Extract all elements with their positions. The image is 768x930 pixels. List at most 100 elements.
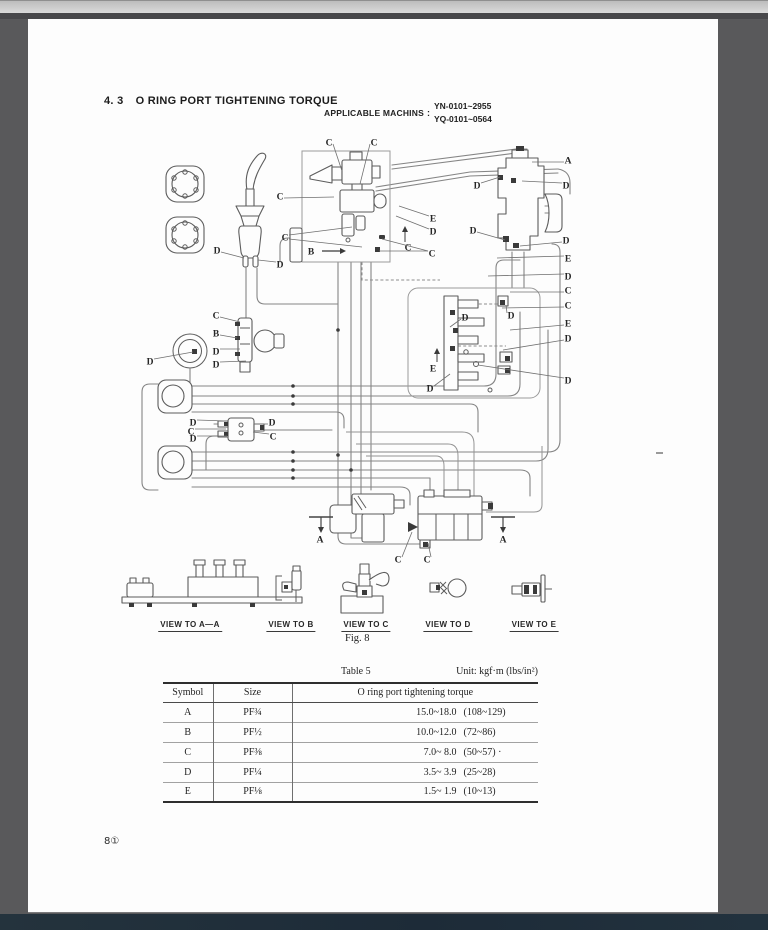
applicable-label: APPLICABLE MACHINS [324,108,424,118]
machine-range-yq: YQ-0101~0564 [433,114,492,124]
port-flange-top [165,165,205,203]
pump-assembly [329,493,418,543]
scanned-manual-page: 4. 3 O RING PORT TIGHTENING TORQUE APPLIC… [28,19,718,912]
torque-table-block: Table 5 Unit: kgf·m (lbs/in²) Symbol Siz… [163,666,538,803]
cell-torque: 7.0~ 8.0 (50~57) · [292,741,538,762]
torque-lbs: (108~129) [463,706,506,718]
callout-letter-c: C [371,139,378,149]
cell-symbol: A [163,702,214,722]
section-number: 4. 3 [104,95,124,107]
callout-letter-b: B [308,248,315,258]
callout-letter-b: B [213,330,220,340]
pilot-control-lever [235,152,267,268]
gauge-ring [172,333,208,369]
callout-letter-c: C [213,312,220,322]
torque-lbs: (25~28) [463,766,496,778]
cylinder-lower [157,445,193,480]
callout-letter-e: E [430,365,436,375]
callout-letter-e: E [565,320,571,330]
torque-kgf: 7.0~ 8.0 [423,746,457,758]
table-number: Table 5 [341,666,371,677]
view-d-drawing [429,578,467,598]
callout-letter-c: C [282,234,289,244]
callout-letter-d: D [563,182,570,192]
callout-letter-c: C [188,428,195,438]
cell-size: PF¾ [213,702,293,722]
viewer-frame-band [0,13,768,19]
torque-lbs: (50~57) · [463,746,502,758]
callout-letter-d: D [565,335,572,345]
callout-letter-d: D [427,385,434,395]
callout-letter-d: D [565,273,572,283]
cylinder-upper [157,379,193,414]
callout-letter-d: D [430,228,437,238]
applicable-machines-block: APPLICABLE MACHINS : YN-0101~2955 YQ-010… [324,100,492,126]
figure-caption: Fig. 8 [345,633,370,644]
cell-torque: 3.5~ 3.9 (25~28) [292,761,538,782]
callout-letter-e: E [565,255,571,265]
torque-kgf: 15.0~18.0 [416,706,457,718]
cell-symbol: D [163,761,214,782]
pilot-valve-box [289,150,408,263]
cell-torque: 10.0~12.0(72~86) [292,721,538,742]
torque-lbs: (72~86) [463,726,496,738]
cell-symbol: E [163,781,214,802]
cell-size: PF½ [213,721,293,742]
machine-serial-ranges: YN-0101~2955 YQ-0101~0564 [434,100,492,126]
view-e-drawing [511,574,552,603]
section-marker-left [309,516,333,533]
section-title: O RING PORT TIGHTENING TORQUE [135,95,338,107]
view-label-d: VIEW TO D [423,620,473,632]
callout-letter-c: C [277,193,284,203]
callout-letter-d: D [269,419,276,429]
column-header-symbol: Symbol [163,683,214,703]
callout-letter-a: A [317,536,324,546]
page-title: 4. 3 O RING PORT TIGHTENING TORQUE [104,95,338,107]
table-unit: Unit: kgf·m (lbs/in²) [456,666,538,677]
control-valve-block [407,287,541,399]
page-number: 8① [104,836,120,847]
callout-letter-c: C [429,250,436,260]
column-header-size: Size [213,683,293,703]
callout-letter-a: A [500,536,507,546]
viewer-bottom-bar [0,914,768,930]
torque-table-header: Symbol Size O ring port tightening torqu… [163,683,538,703]
pipe-lines [141,148,571,545]
callout-letter-c: C [565,302,572,312]
callout-letter-d: D [147,358,154,368]
callout-letter-d: D [213,348,220,358]
torque-lbs: (10~13) [463,786,496,798]
torque-table: Symbol Size O ring port tightening torqu… [163,682,538,803]
callout-letter-d: D [277,261,284,271]
tank-assembly [417,489,493,549]
callout-letter-c: C [395,556,402,566]
cell-size: PF⅜ [213,741,293,762]
applicable-colon: : [426,108,430,118]
callout-letter-c: C [270,433,277,443]
view-label-b: VIEW TO B [266,620,316,632]
column-header-torque: O ring port tightening torque [292,683,538,703]
callout-letter-d: D [190,419,197,429]
cell-torque: 15.0~18.0 (108~129) [292,702,538,722]
callout-letter-d: D [462,314,469,324]
cell-symbol: C [163,741,214,762]
callout-letter-d: D [190,435,197,445]
view-a-a-drawing [121,559,303,607]
torque-kgf: 3.5~ 3.9 [423,766,457,778]
junction-block [217,417,265,442]
callout-letter-c: C [565,287,572,297]
shuttle-valve [235,317,285,373]
table-caption-row: Table 5 Unit: kgf·m (lbs/in²) [163,666,538,682]
callout-letter-d: D [214,247,221,257]
callout-letter-d: D [470,227,477,237]
view-label-a-a: VIEW TO A—A [158,620,222,632]
callout-letter-d: D [213,361,220,371]
viewer-top-toolbar [0,0,768,13]
